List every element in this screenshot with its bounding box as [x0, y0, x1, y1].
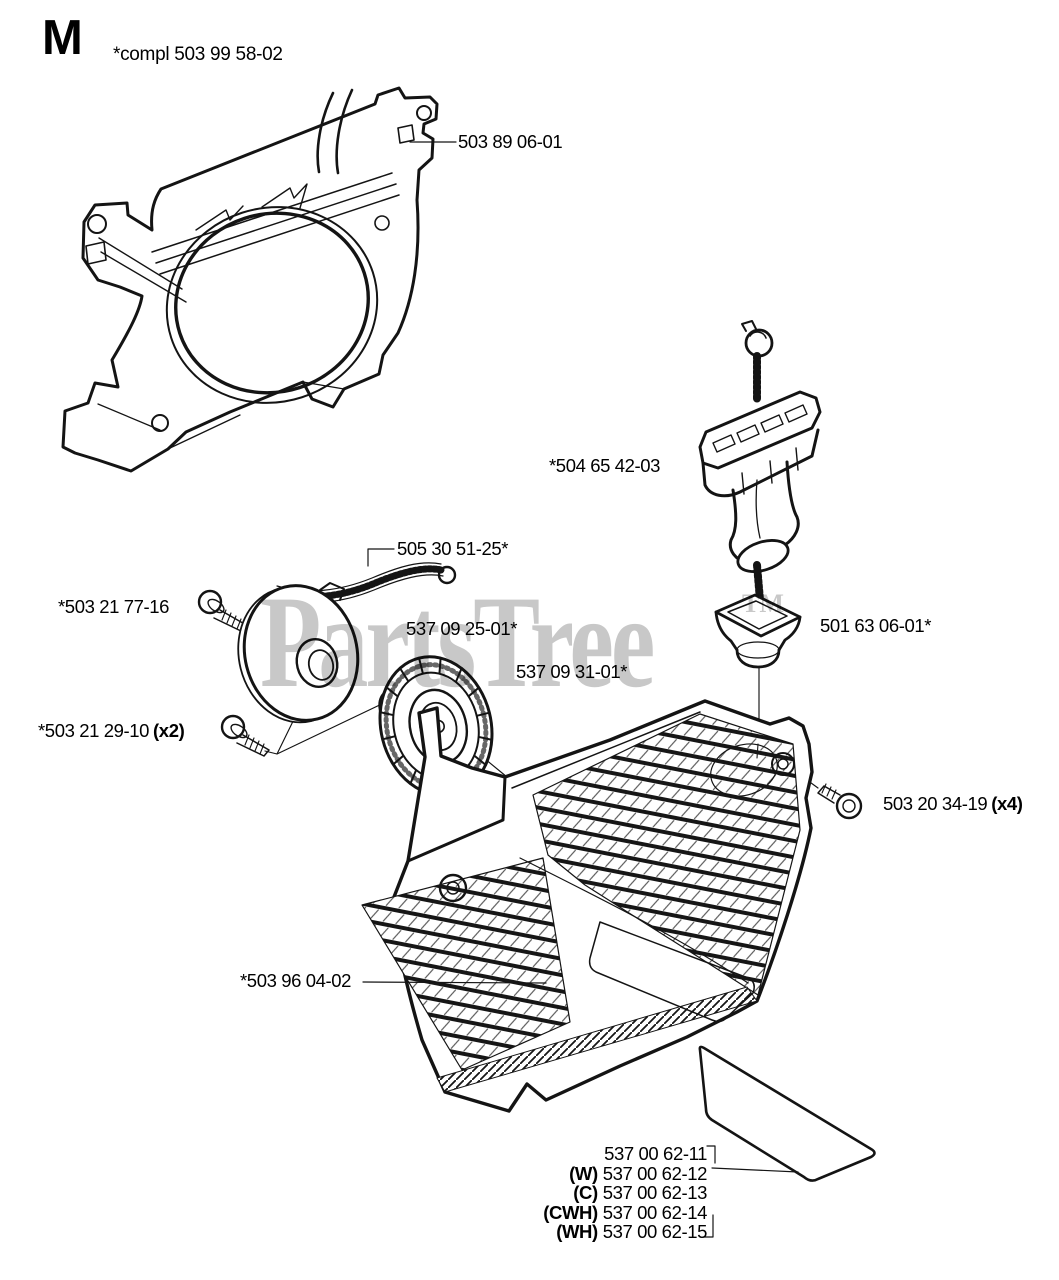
part-label-starter-spring: 505 30 51-25*: [397, 538, 509, 559]
decal-variant-row: (CWH)537 00 62-14: [480, 1201, 708, 1223]
section-letter: M: [42, 11, 83, 65]
pulley-screw-drawing: [220, 714, 270, 757]
pulley-screw-qty: (x2): [153, 720, 185, 741]
spring-cassette-drawing: [237, 582, 360, 724]
decal-variant-list: 537 00 62-11 (W)537 00 62-12 (C)537 00 6…: [480, 1143, 708, 1243]
label-leader-lines: [362, 141, 799, 1238]
cover-screw-number: 503 20 34-19: [883, 793, 988, 814]
variant-number: 537 00 62-15: [602, 1221, 708, 1243]
cover-screw-qty: (x4): [991, 793, 1023, 814]
part-label-cover-screw: 503 20 34-19(x4): [883, 793, 1023, 814]
part-label-spring-cassette: 537 09 25-01*: [406, 618, 518, 639]
variant-number: 537 00 62-12: [602, 1162, 708, 1184]
variant-prefix: (WH): [556, 1221, 598, 1243]
part-label-starter-handle: *504 65 42-03: [549, 455, 661, 476]
variant-number: 537 00 62-11: [604, 1143, 707, 1164]
decal-variant-row: (WH)537 00 62-15: [480, 1221, 708, 1243]
part-label-pulley-screw: *503 21 29-10(x2): [38, 720, 185, 741]
part-label-starter-cover: *503 96 04-02: [240, 970, 352, 991]
starter-handle-drawing: [698, 320, 822, 604]
variant-number: 537 00 62-14: [602, 1201, 708, 1223]
fan-housing-drawing: [61, 86, 439, 473]
part-label-fan-housing: 503 89 06-01: [458, 131, 563, 152]
variant-prefix: (W): [569, 1162, 598, 1184]
starter-cover-drawing: [361, 699, 814, 1113]
decal-variant-row: (W)537 00 62-12: [480, 1162, 708, 1184]
pulley-screw-number: *503 21 29-10: [38, 720, 150, 741]
decal-drawing: [698, 1045, 876, 1182]
spring-screw-drawing: [197, 589, 249, 633]
part-label-spring-screw: *503 21 77-16: [58, 596, 170, 617]
cover-screw-drawing: [817, 783, 863, 820]
variant-number: 537 00 62-13: [602, 1182, 708, 1204]
decal-variant-row: (C)537 00 62-13: [480, 1182, 708, 1204]
part-label-rope-guide: 501 63 06-01*: [820, 615, 932, 636]
part-label-starter-pulley: 537 09 31-01*: [516, 661, 628, 682]
variant-prefix: (CWH): [543, 1201, 598, 1223]
assembly-note: *compl 503 99 58-02: [113, 44, 283, 65]
variant-prefix: (C): [573, 1182, 598, 1204]
decal-variant-row: 537 00 62-11: [480, 1143, 707, 1164]
rope-guide-drawing: [714, 593, 802, 669]
